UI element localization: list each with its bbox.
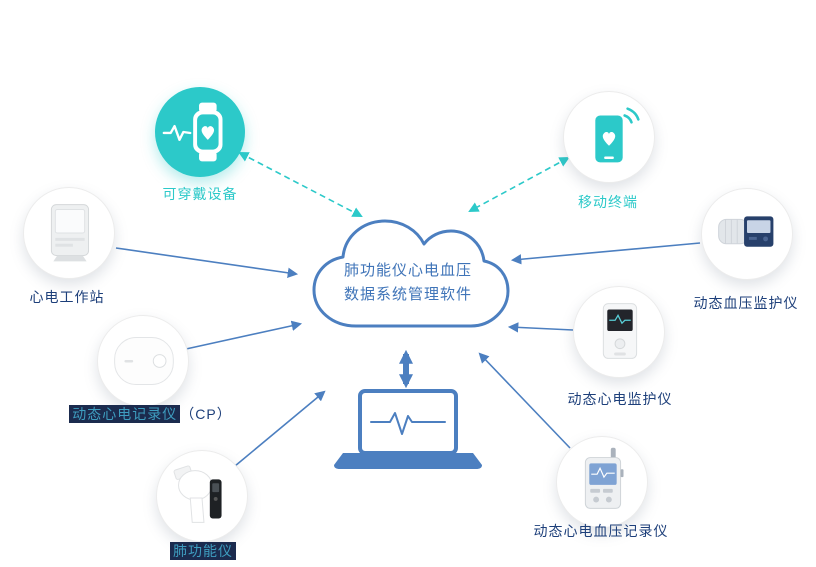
holter-monitor-label: 动态心电监护仪: [567, 391, 673, 407]
cloud-title-line1: 肺功能仪心电血压: [343, 262, 472, 279]
ecg-bp-recorder-label: 动态心电血压记录仪: [533, 523, 669, 539]
cloud-title: 肺功能仪心电血压 数据系统管理软件: [308, 259, 508, 307]
holter-recorder-cp-label-highlight: 动态心电记录仪: [69, 405, 181, 423]
holter-recorder-cp-image: [114, 337, 174, 385]
smartwatch-heart-icon: [162, 102, 223, 162]
abp-monitor-label: 动态血压监护仪: [693, 295, 799, 311]
mobile-node: [563, 91, 655, 183]
arrow-abp-cloud: [510, 242, 701, 265]
arrow-wearable-cloud: [238, 152, 363, 217]
ecg-workstation-node: [23, 187, 115, 279]
smartphone-heart-signal-icon: [595, 107, 640, 163]
arrow-spirometer-cloud: [234, 390, 326, 467]
holter-monitor-node: [573, 286, 665, 378]
mobile-label: 移动终端: [578, 194, 638, 210]
arrow-ecg-bp-recorder-cloud: [478, 352, 571, 449]
ecg-workstation-label: 心电工作站: [29, 289, 105, 305]
holter-recorder-cp-node: [97, 315, 189, 407]
abp-monitor-node: [701, 188, 793, 280]
cloud-shape: [312, 219, 510, 328]
holter-recorder-cp-label: 动态心电记录仪（CP）: [53, 404, 248, 424]
abp-monitor-image: [718, 216, 774, 247]
arrow-holter-monitor-cloud: [507, 322, 574, 333]
arrow-holter-cp-cloud: [185, 320, 303, 350]
spirometer-image: [173, 465, 222, 523]
cloud-title-line2: 数据系统管理软件: [343, 286, 472, 303]
wearable-node: [155, 87, 245, 177]
arrow-mobile-cloud: [468, 157, 570, 212]
ecg-bp-recorder-node: [556, 436, 648, 528]
spirometer-label: 肺功能仪: [143, 541, 263, 561]
laptop-ecg-icon: [334, 389, 482, 469]
wearable-label: 可穿戴设备: [162, 186, 238, 202]
spirometer-node: [156, 450, 248, 542]
spirometer-label-highlight: 肺功能仪: [170, 542, 236, 560]
holter-recorder-cp-label-suffix: （CP）: [180, 406, 232, 422]
arrow-workstation-cloud: [115, 247, 299, 278]
ecg-bp-recorder-image: [584, 447, 624, 509]
ecg-workstation-image: [50, 204, 90, 262]
holter-monitor-image: [602, 303, 638, 359]
